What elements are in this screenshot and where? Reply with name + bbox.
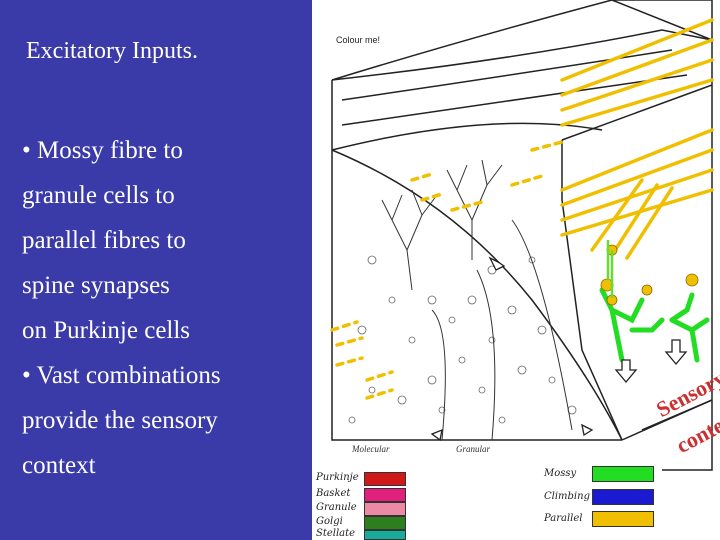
- legend-purkinje-swatch: [364, 472, 406, 486]
- slide-title: Excitatory Inputs.: [26, 38, 198, 64]
- body-line: granule cells to: [22, 182, 175, 209]
- legend-granule-label: Granule: [316, 502, 357, 513]
- molecular-label: Molecular: [352, 444, 390, 454]
- parallel-fibres: [330, 18, 714, 400]
- body-line: parallel fibres to: [22, 227, 186, 254]
- legend-golgi-swatch: [364, 516, 406, 530]
- body-line: • Vast combinations: [22, 362, 221, 389]
- colour-me-note: Colour me!: [336, 35, 381, 45]
- legend-purkinje-label: Purkinje: [316, 472, 359, 483]
- body-line: provide the sensory: [22, 407, 218, 434]
- legend-basket-label: Basket: [316, 488, 351, 499]
- legend-climbing-swatch: [592, 489, 654, 505]
- legend-climbing-label: Climbing: [544, 491, 590, 502]
- block-outline: [331, 0, 713, 471]
- ascending-fibres: [606, 240, 614, 298]
- text-panel: Excitatory Inputs. • Mossy fibre to gran…: [0, 0, 312, 540]
- legend-parallel-label: Parallel: [544, 513, 583, 524]
- granule-dots: [348, 255, 577, 424]
- legend-stellate-label: Stellate: [316, 528, 356, 539]
- body-line: context: [22, 452, 96, 479]
- cerebellar-cortex-diagram: [330, 0, 714, 471]
- body-line: spine synapses: [22, 272, 170, 299]
- mossy-fibres: [599, 287, 710, 363]
- legend-mossy-label: Mossy: [544, 468, 577, 479]
- legend-mossy-swatch: [592, 466, 654, 482]
- legend-granule-swatch: [364, 502, 406, 516]
- body-line: • Mossy fibre to: [22, 137, 183, 164]
- legend-stellate-swatch: [364, 530, 406, 540]
- slide-body: • Mossy fibre to granule cells to parall…: [22, 128, 307, 488]
- diagram-panel: [312, 0, 720, 540]
- flow-arrows: [430, 256, 688, 442]
- granule-cell-bodies: [600, 244, 699, 306]
- granular-label: Granular: [456, 444, 491, 454]
- legend-basket-swatch: [364, 488, 406, 502]
- legend-parallel-swatch: [592, 511, 654, 527]
- legend-golgi-label: Golgi: [316, 516, 343, 527]
- body-line: on Purkinje cells: [22, 317, 191, 344]
